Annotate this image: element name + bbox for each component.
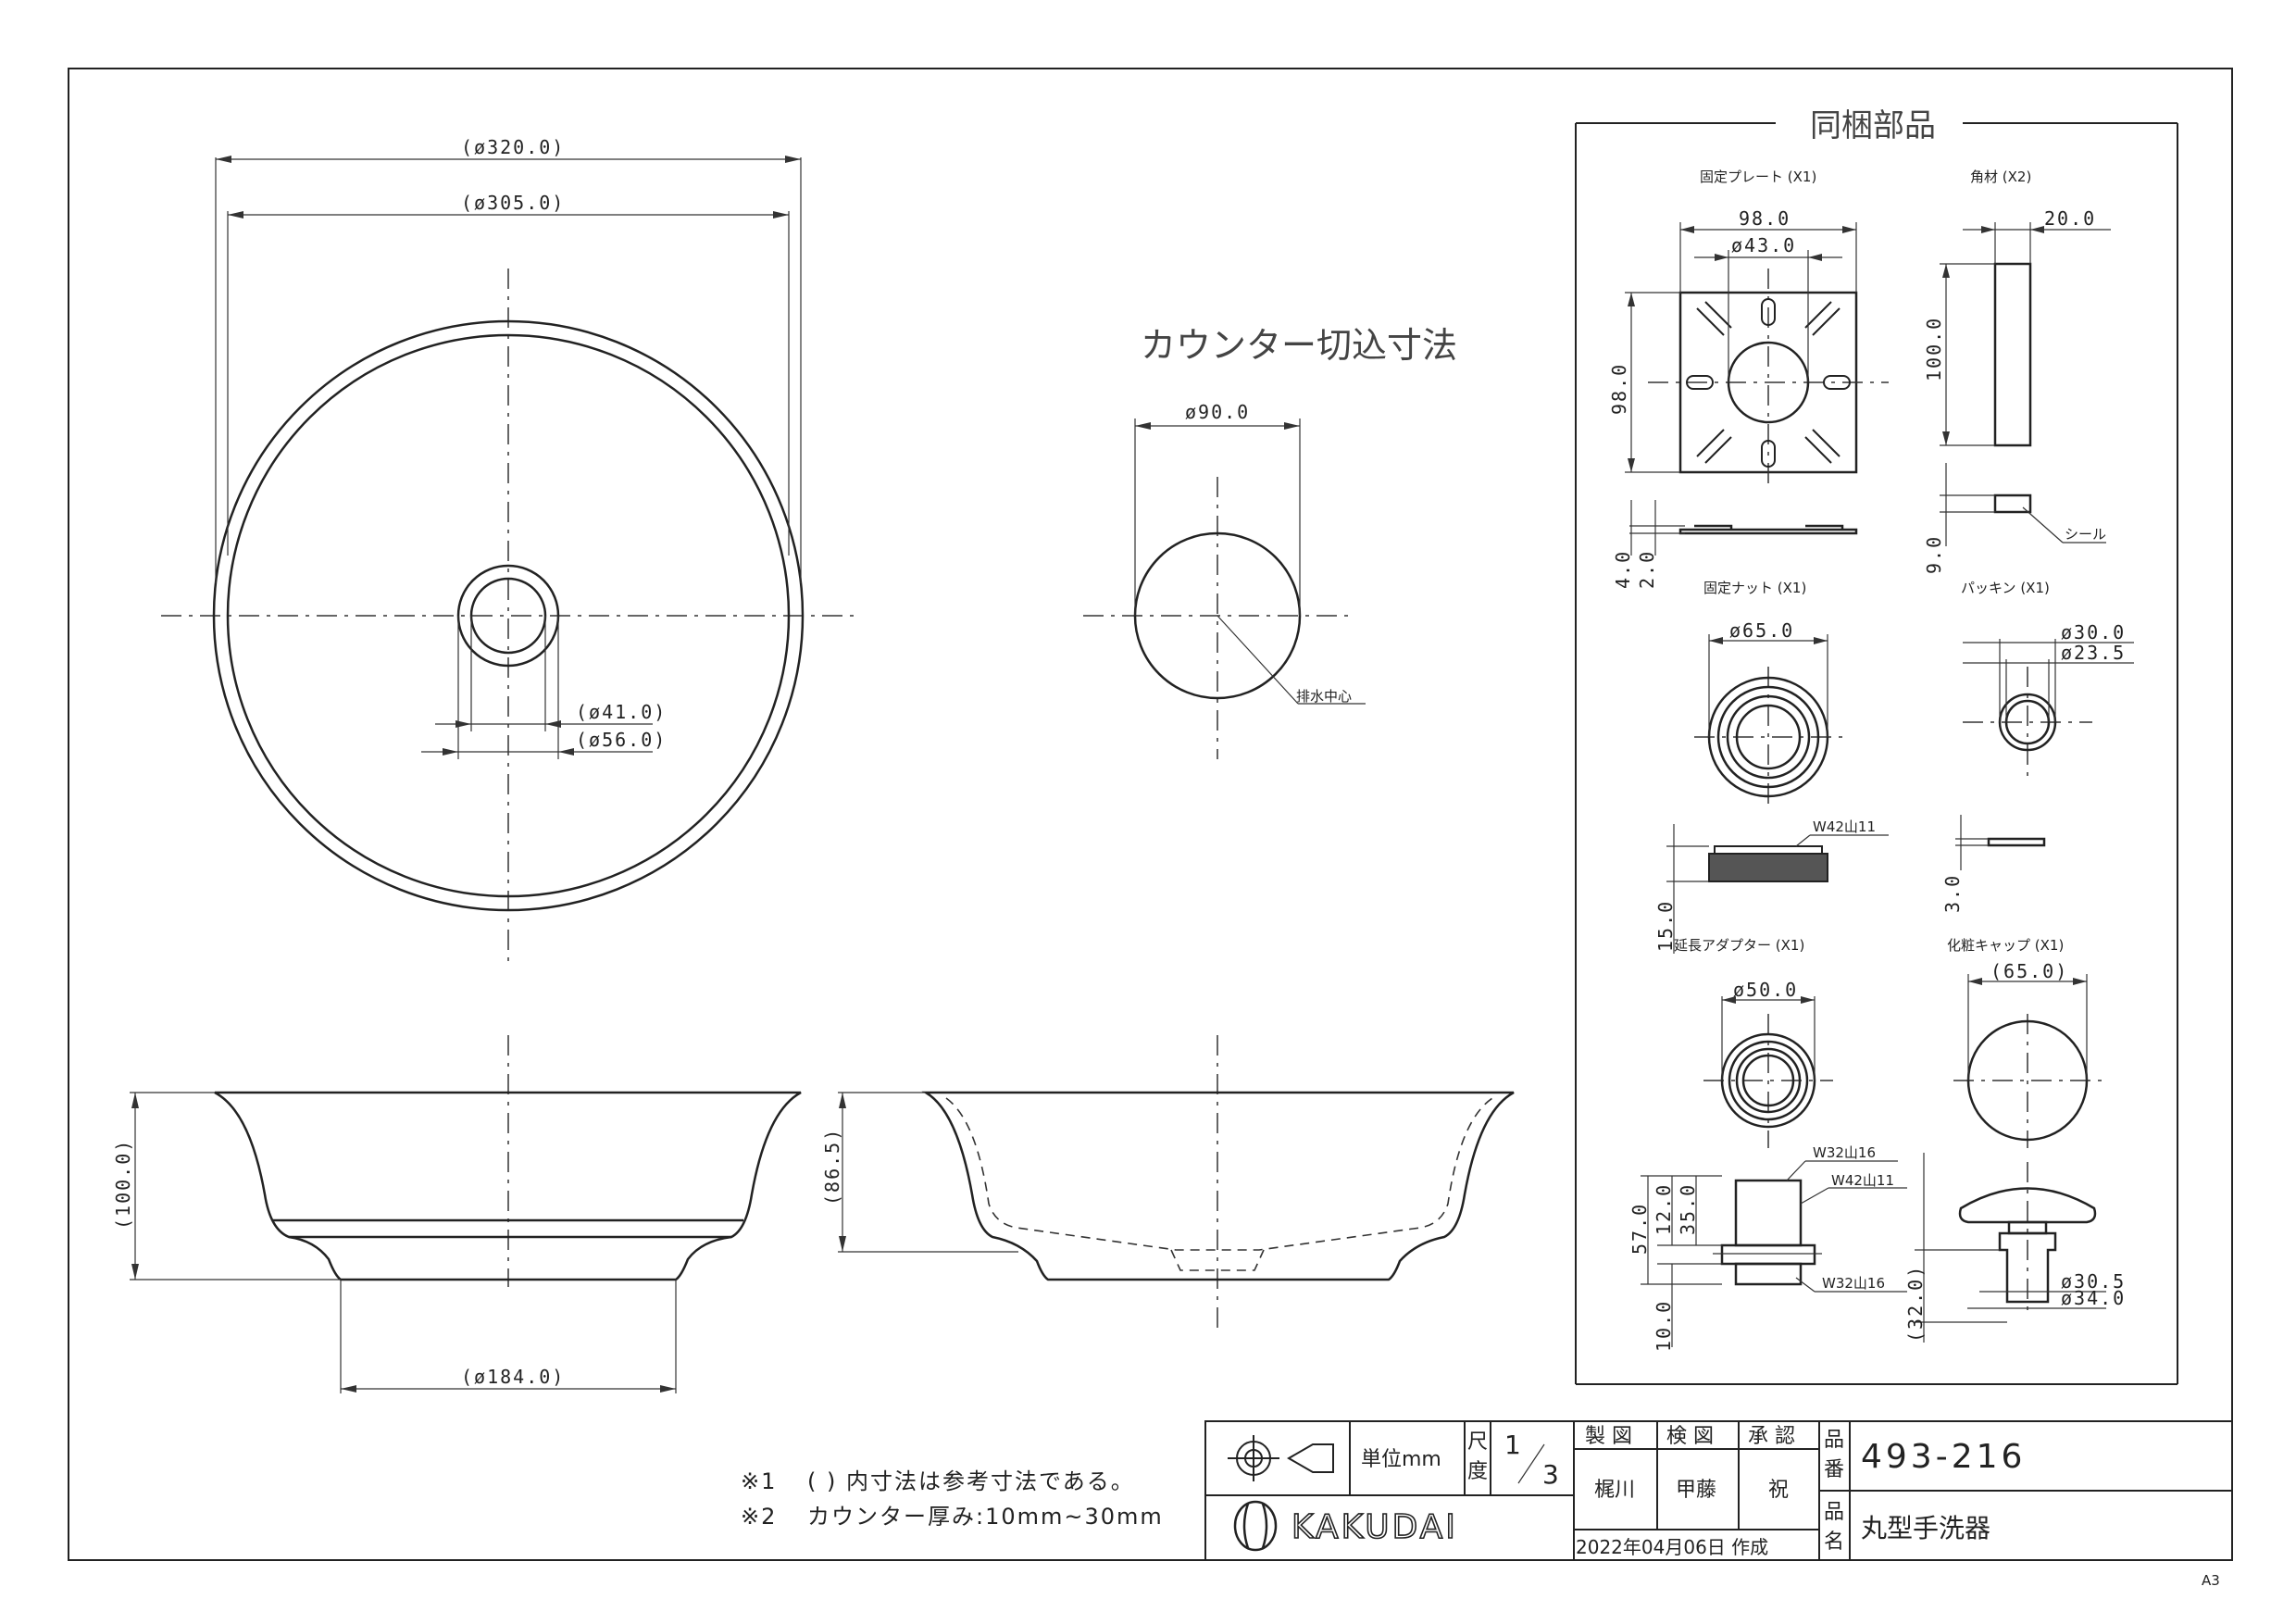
notes: ※1 ( ) 内寸法は参考寸法である。 ※2 カウンター厚み:10mm~30mm (741, 1468, 1164, 1530)
block-seal: シール (2065, 526, 2106, 543)
title-block: 単位mm 尺 度 1 3 製 図 検 図 承 認 梶川 甲藤 祝 2022年04… (1204, 1420, 2233, 1561)
checked-by: 甲藤 (1676, 1479, 1716, 1502)
adapter-diameter: ø50.0 (1733, 979, 1798, 1001)
adapter-h1: 12.0 (1653, 1183, 1675, 1235)
adapter-thread-bot: W32山16 (1822, 1275, 1885, 1292)
brand-name: KAKUDAI (1292, 1508, 1458, 1546)
drain-center-label: 排水中心 (1296, 688, 1352, 705)
date-created: 2022年04月06日 作成 (1576, 1536, 1768, 1558)
block-height: 100.0 (1923, 317, 1945, 381)
projection-symbol-icon (1228, 1435, 1334, 1481)
approved-by: 祝 (1768, 1479, 1789, 1502)
adapter-h2: 35.0 (1677, 1183, 1699, 1235)
block-label: 角材 (X2) (1970, 169, 2031, 185)
packing-thick: 3.0 (1941, 874, 1964, 913)
packing-outer: ø30.0 (2061, 621, 2126, 643)
part-number: 493-216 (1861, 1438, 2026, 1476)
checked-header: 検 図 (1666, 1425, 1714, 1448)
adapter-thread-mid: W42山11 (1831, 1172, 1894, 1189)
note-1-mark: ※1 (741, 1468, 777, 1494)
cap-label: 化粧キャップ (X1) (1947, 937, 2064, 954)
nut-thread: W42山11 (1813, 818, 1876, 835)
sheet-size: A3 (2202, 1572, 2220, 1589)
part-no-label-2: 番 (1824, 1458, 1844, 1481)
packing-inner: ø23.5 (2061, 642, 2126, 664)
unit-label: 単位mm (1361, 1448, 1441, 1471)
approved-header: 承 認 (1748, 1425, 1795, 1448)
dim-outer-diameter: (ø320.0) (461, 136, 565, 158)
top-view: (ø320.0) (ø305.0) (ø41.0) (ø56.0) (161, 136, 856, 963)
scale-num: 1 (1504, 1430, 1521, 1460)
nut-diameter: ø65.0 (1729, 619, 1794, 642)
block-width: 20.0 (2044, 207, 2096, 230)
part-name-label-2: 名 (1824, 1530, 1844, 1554)
note-2-mark: ※2 (741, 1504, 777, 1530)
plate-thick-2: 2.0 (1636, 550, 1658, 589)
adapter-h-total: 57.0 (1628, 1203, 1651, 1255)
adapter-h3: 10.0 (1653, 1300, 1675, 1352)
dim-inner-diameter: (ø305.0) (461, 192, 565, 214)
note-1: ( ) 内寸法は参考寸法である。 (807, 1468, 1135, 1494)
drawn-header: 製 図 (1585, 1425, 1632, 1448)
part-no-label-1: 品 (1824, 1429, 1844, 1452)
plate-label: 固定プレート (X1) (1700, 169, 1816, 185)
block-thick: 9.0 (1923, 535, 1945, 574)
nut-height: 15.0 (1654, 900, 1677, 952)
dim-section-height: (86.5) (821, 1128, 843, 1206)
dim-height: (100.0) (112, 1139, 134, 1230)
drawn-by: 梶川 (1594, 1479, 1635, 1502)
nut-label: 固定ナット (X1) (1703, 580, 1806, 596)
scale-label-2: 度 (1467, 1460, 1488, 1483)
plate-width: 98.0 (1739, 207, 1791, 230)
part-name-label-1: 品 (1824, 1501, 1844, 1524)
parts-box: 同梱部品 固定プレート (X1) 98.0 ø43.0 (1575, 107, 2178, 1385)
note-2: カウンター厚み:10mm~30mm (807, 1504, 1164, 1530)
dim-hole-inner: (ø41.0) (576, 701, 667, 723)
cutout-view: カウンター切込寸法 ø90.0 排水中心 (1083, 325, 1457, 759)
adapter-thread-top: W32山16 (1813, 1144, 1876, 1161)
scale-den: 3 (1542, 1459, 1559, 1490)
front-view: (100.0) (ø184.0) (112, 1035, 802, 1393)
cap-d1: ø30.5 (2061, 1270, 2126, 1293)
cap-d2: ø34.0 (2061, 1287, 2126, 1309)
cap-height: (32.0) (1904, 1265, 1927, 1343)
part-name: 丸型手洗器 (1861, 1513, 1990, 1543)
plate-hole: ø43.0 (1731, 234, 1796, 256)
adapter-label: 延長アダプター (X1) (1674, 937, 1804, 954)
scale-label-1: 尺 (1467, 1430, 1488, 1454)
parts-title: 同梱部品 (1810, 107, 1936, 144)
cap-diameter: (65.0) (1990, 960, 2068, 982)
cutout-dim: ø90.0 (1185, 401, 1250, 423)
section-view: (86.5) (821, 1035, 1515, 1333)
plate-thick-1: 4.0 (1612, 550, 1634, 589)
sheet-border (68, 68, 2233, 1561)
brand-logo-icon (1233, 1500, 1278, 1552)
dim-base-diameter: (ø184.0) (461, 1366, 565, 1388)
cutout-title: カウンター切込寸法 (1141, 325, 1457, 366)
packing-label: パッキン (X1) (1961, 580, 2050, 596)
dim-hole-outer: (ø56.0) (576, 729, 667, 751)
plate-height: 98.0 (1608, 363, 1630, 415)
